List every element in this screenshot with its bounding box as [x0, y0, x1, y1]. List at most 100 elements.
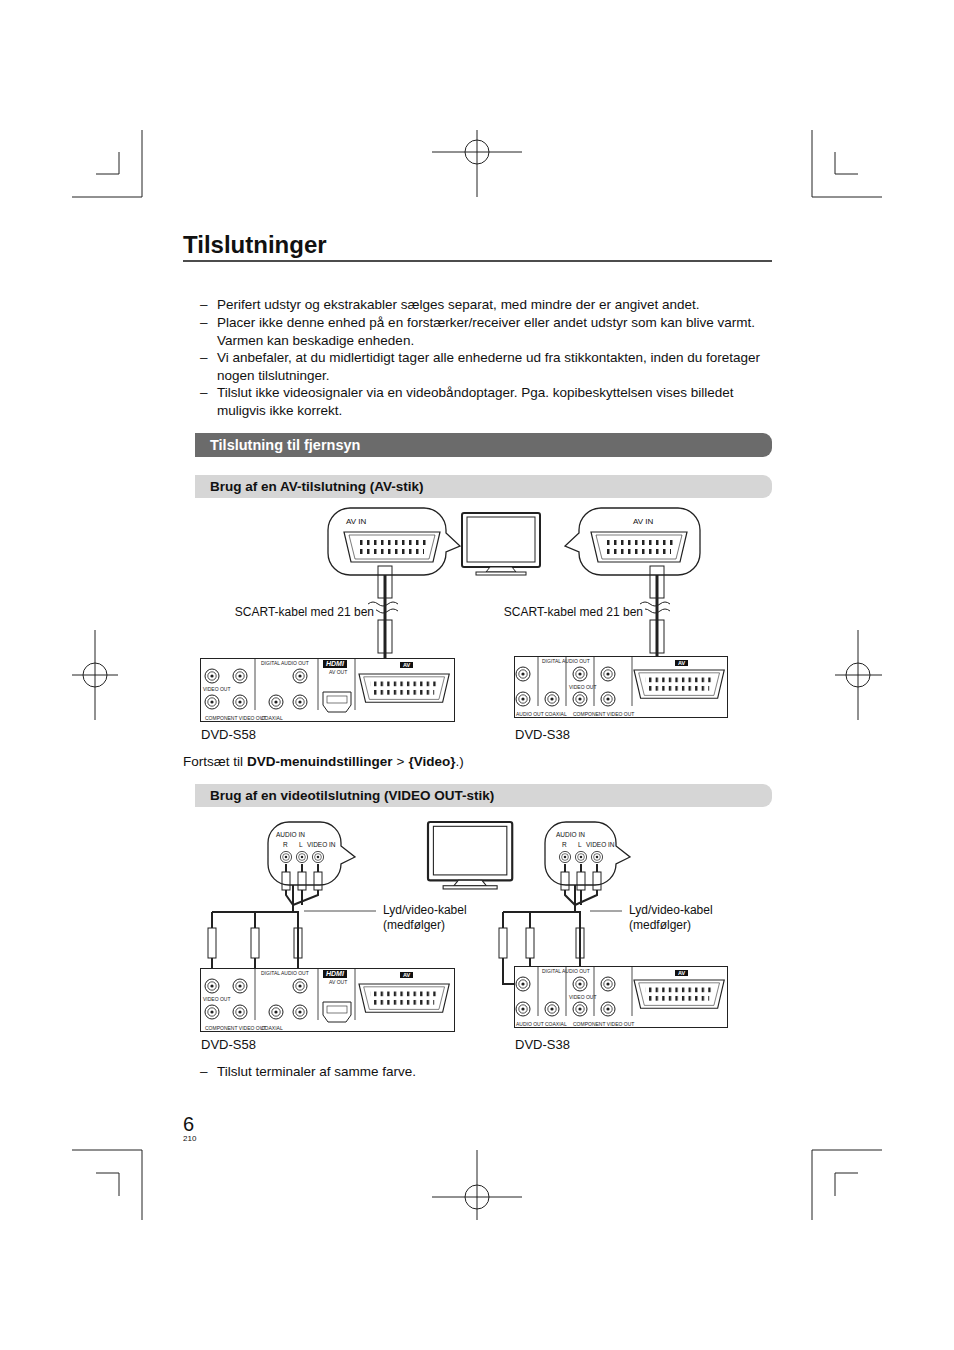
panel-label: AV: [400, 972, 413, 978]
socket-label: AUDIO IN: [276, 831, 305, 838]
callout-bubble: AV IN: [328, 508, 460, 575]
panel-label: COMPONENT VIDEO OUT: [205, 1026, 266, 1032]
scart-connector: [591, 532, 687, 562]
panel-label: AV: [400, 662, 413, 668]
section-band: Brug af en AV-tilslutning (AV-stik): [195, 475, 772, 498]
instruction-line: Fortsæt tilDVD-menuindstillinger>{Video}…: [183, 753, 464, 771]
panel-label: AUDIO OUT: [516, 1022, 544, 1028]
drawing-part: [282, 872, 290, 890]
drawing-part: [591, 851, 602, 862]
drawing-part: [593, 872, 601, 890]
drawing-part: [432, 1150, 522, 1220]
drawing-part: [499, 928, 507, 958]
socket-label: VIDEO IN: [307, 841, 336, 848]
note-text: .): [455, 753, 463, 771]
panel-label: VIDEO OUT: [569, 685, 597, 691]
callout-bubble: AUDIO INRLVIDEO IN: [545, 822, 630, 885]
drawing-part: [72, 630, 118, 720]
callout-bubble: AV IN: [565, 508, 700, 575]
socket-label: L: [578, 841, 582, 848]
note-text: >: [397, 753, 405, 771]
drawing-part: [251, 928, 259, 958]
socket-label: R: [283, 841, 288, 848]
drawing-part: [812, 1150, 882, 1220]
drawing-part: [298, 872, 306, 890]
panel-label: VIDEO OUT: [203, 997, 231, 1003]
panel-label: DVD-S38: [515, 728, 570, 743]
device-panel: DVD-S38DIGITAL AUDIO OUTVIDEO OUTAVAUDIO…: [514, 966, 728, 1028]
drawing-part: [312, 851, 323, 862]
drawing-part: [465, 1185, 489, 1209]
drawing-part: [650, 566, 664, 598]
note-text: DVD-menuindstillinger: [247, 753, 393, 771]
drawing-part: [650, 620, 664, 653]
device-panel: DVD-S58DIGITAL AUDIO OUTHDMIAV OUTAVCOAX…: [200, 968, 455, 1032]
cable-label: Lyd/video-kabel (medfølger): [381, 903, 485, 933]
drawing-part: [561, 872, 569, 890]
socket-label: R: [562, 841, 567, 848]
panel-label: DIGITAL AUDIO OUT: [261, 971, 309, 977]
crop-marks: [72, 130, 882, 1220]
note-text: {Video}: [408, 753, 455, 771]
tv-drawing: [462, 513, 540, 575]
bubble-outline: [565, 508, 700, 575]
drawing-part: [378, 566, 392, 598]
panel-label: DVD-S38: [515, 1038, 570, 1053]
bubble-outline: [545, 822, 630, 885]
panel-label: COAXIAL: [545, 1022, 567, 1028]
socket-label: L: [299, 841, 303, 848]
panel-label: AV: [675, 660, 688, 666]
drawing-part: [212, 912, 298, 968]
panel-label: DVD-S58: [201, 1038, 256, 1053]
panel-label: HDMI: [323, 660, 347, 668]
panel-label: DVD-S58: [201, 728, 256, 743]
note-text: Fortsæt til: [183, 753, 243, 771]
bullet-dash: –: [200, 1063, 208, 1081]
cable-label: SCART-kabel med 21 ben: [502, 605, 645, 620]
callout-bubble: AUDIO IN R L VIDEO IN: [268, 822, 355, 885]
panel-label: AUDIO OUT: [516, 712, 544, 718]
bubble-outline: [328, 508, 460, 575]
panel-label: AV OUT: [329, 670, 347, 676]
panel-label: COAXIAL: [545, 712, 567, 718]
scart-plugs: [368, 566, 670, 653]
section-band: Tilslutning til fjernsyn: [195, 433, 772, 457]
panel-drawing: [516, 966, 724, 1016]
device-panel: DVD-S38DIGITAL AUDIO OUTVIDEO OUTAVAUDIO…: [514, 656, 728, 718]
cable-connector: [384, 575, 387, 658]
drawing-part: [296, 851, 307, 862]
drawing-part: [565, 864, 597, 912]
bubble-outline: [268, 822, 355, 885]
drawing-part: [314, 872, 322, 890]
drawing-part: [576, 928, 584, 958]
note-text: Placer ikke denne enhed på en forstærker…: [217, 314, 769, 349]
section-band: Brug af en videotilslutning (VIDEO OUT-s…: [195, 784, 772, 807]
bubble-outline: [328, 508, 460, 575]
panel-drawing: [205, 968, 449, 1022]
drawing-part: [286, 864, 318, 912]
panel-label: VIDEO OUT: [203, 687, 231, 693]
drawing-part: [590, 911, 622, 912]
panel-label: COMPONENT VIDEO OUT: [205, 716, 266, 722]
av-jacks: [280, 851, 602, 862]
bubble-outline: [565, 508, 700, 575]
bullet-dash: –: [200, 314, 208, 332]
page-number: 6: [183, 1113, 194, 1135]
page-title: Tilslutninger: [183, 231, 327, 259]
drawing-part: [465, 140, 489, 164]
bullet-dash: –: [200, 349, 208, 367]
drawing-part: [577, 872, 585, 890]
page-number: 210: [183, 1134, 196, 1143]
drawing-part: [72, 1150, 142, 1220]
panel-drawing: [205, 658, 449, 712]
panel-label: VIDEO OUT: [569, 995, 597, 1001]
panel-label: COMPONENT VIDEO OUT: [573, 1022, 634, 1028]
drawing-part: [526, 928, 534, 958]
drawing-part: [280, 851, 291, 862]
cable-connector: [293, 885, 298, 968]
cable-label: SCART-kabel med 21 ben: [233, 605, 376, 620]
drawing-part: [83, 663, 107, 687]
socket-label: VIDEO IN: [586, 841, 615, 848]
